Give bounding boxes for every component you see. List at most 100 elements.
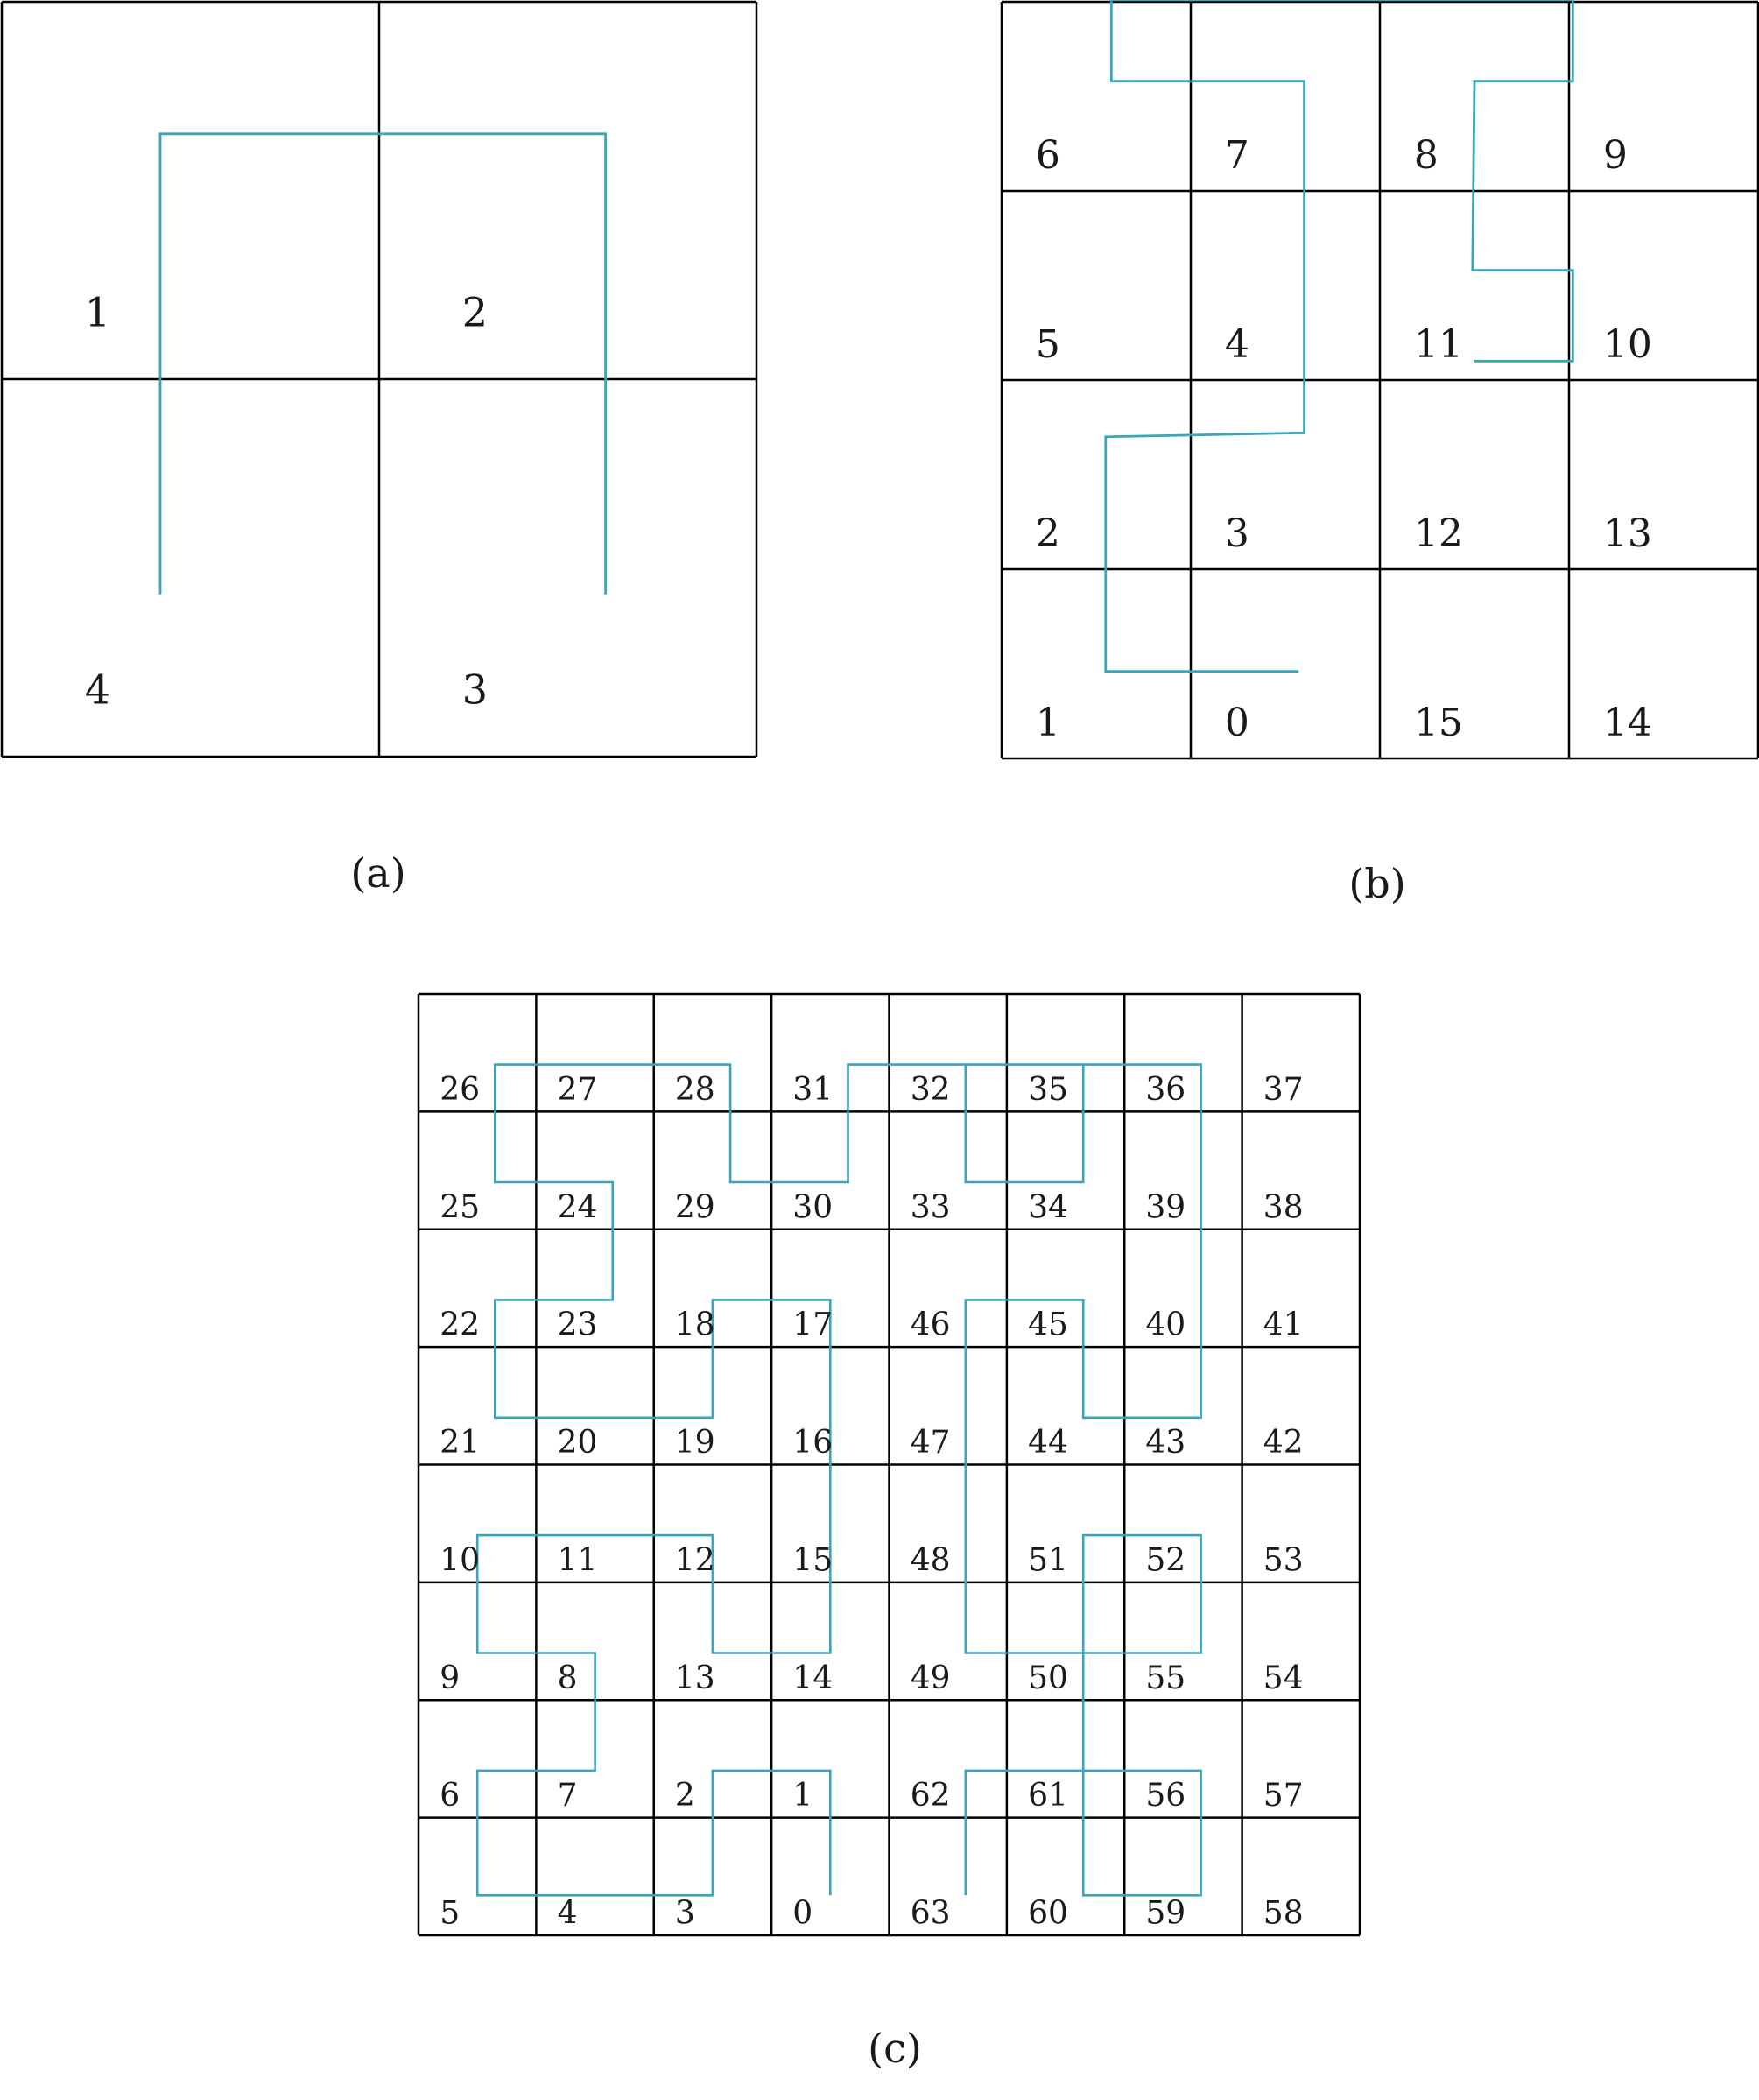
cell-label: 43: [1145, 1425, 1186, 1461]
panel-c-caption: (c): [868, 2025, 922, 2072]
cell-label: 45: [1028, 1307, 1068, 1343]
cell-label: 51: [1028, 1542, 1068, 1578]
cell-label: 31: [792, 1072, 833, 1108]
panel-b-curve: [1104, 0, 1574, 673]
cell-label: 36: [1145, 1072, 1186, 1108]
cell-label: 46: [911, 1307, 951, 1343]
cell-label: 12: [675, 1542, 715, 1578]
cell-label: 5: [1036, 322, 1060, 367]
cell-label: 56: [1145, 1778, 1186, 1814]
cell-label: 49: [911, 1660, 951, 1696]
cell-label: 14: [792, 1660, 833, 1696]
cell-label: 1: [85, 289, 110, 336]
cell-label: 4: [558, 1896, 578, 1932]
cell-label: 32: [911, 1072, 951, 1108]
cell-label: 8: [1414, 133, 1439, 178]
cell-label: 2: [1036, 511, 1060, 556]
cell-label: 29: [675, 1189, 715, 1225]
cell-label: 2: [462, 289, 488, 336]
cell-label: 5: [440, 1896, 460, 1932]
cell-label: 23: [558, 1307, 598, 1343]
panel-a: 1 2 4 3 (a): [0, 0, 758, 897]
cell-label: 18: [675, 1307, 715, 1343]
cell-label: 10: [440, 1542, 480, 1578]
cell-label: 44: [1028, 1425, 1068, 1461]
cell-label: 47: [911, 1425, 951, 1461]
cell-label: 15: [1414, 701, 1463, 745]
cell-label: 3: [462, 666, 488, 714]
cell-label: 4: [1225, 322, 1249, 367]
cell-label: 60: [1028, 1896, 1068, 1932]
cell-label: 7: [1225, 133, 1249, 178]
cell-label: 15: [792, 1542, 833, 1578]
cell-label: 13: [1603, 511, 1652, 556]
cell-label: 52: [1145, 1542, 1186, 1578]
cell-label: 37: [1263, 1072, 1304, 1108]
cell-label: 17: [792, 1307, 833, 1343]
cell-label: 41: [1263, 1307, 1304, 1343]
cell-label: 48: [911, 1542, 951, 1578]
cell-label: 2: [675, 1778, 695, 1814]
cell-label: 58: [1263, 1896, 1304, 1932]
cell-label: 33: [911, 1189, 951, 1225]
cell-label: 53: [1263, 1542, 1304, 1578]
panel-b-grid: [1000, 0, 1759, 760]
cell-label: 38: [1263, 1189, 1304, 1225]
cell-label: 24: [558, 1189, 598, 1225]
cell-label: 27: [558, 1072, 598, 1108]
cell-label: 9: [440, 1660, 460, 1696]
cell-label: 39: [1145, 1189, 1186, 1225]
panel-a-curve: [158, 132, 607, 595]
cell-label: 6: [1036, 133, 1060, 178]
cell-label: 25: [440, 1189, 480, 1225]
cell-label: 30: [792, 1189, 833, 1225]
cell-label: 63: [911, 1896, 951, 1932]
cell-label: 19: [675, 1425, 715, 1461]
panel-a-grid: [0, 0, 758, 758]
cell-label: 40: [1145, 1307, 1186, 1343]
cell-label: 12: [1414, 511, 1463, 556]
cell-label: 14: [1603, 701, 1652, 745]
cell-label: 6: [440, 1778, 460, 1814]
cell-label: 35: [1028, 1072, 1068, 1108]
panel-a-cell-labels: 1 2 4 3: [85, 289, 488, 714]
cell-label: 16: [792, 1425, 833, 1461]
cell-label: 59: [1145, 1896, 1186, 1932]
cell-label: 55: [1145, 1660, 1186, 1696]
cell-label: 9: [1603, 133, 1628, 178]
cell-label: 1: [1036, 701, 1060, 745]
cell-label: 0: [1225, 701, 1249, 745]
cell-label: 50: [1028, 1660, 1068, 1696]
cell-label: 42: [1263, 1425, 1304, 1461]
cell-label: 3: [675, 1896, 695, 1932]
cell-label: 10: [1603, 322, 1652, 367]
cell-label: 34: [1028, 1189, 1068, 1225]
cell-label: 61: [1028, 1778, 1068, 1814]
panel-b-caption: (b): [1348, 860, 1405, 907]
cell-label: 54: [1263, 1660, 1304, 1696]
cell-label: 22: [440, 1307, 480, 1343]
cell-label: 21: [440, 1425, 480, 1461]
cell-label: 4: [85, 666, 110, 714]
panel-c-curve: [475, 1063, 1202, 1897]
cell-label: 3: [1225, 511, 1249, 556]
cell-label: 57: [1263, 1778, 1304, 1814]
cell-label: 1: [792, 1778, 813, 1814]
panel-c-grid: [417, 992, 1361, 1937]
cell-label: 28: [675, 1072, 715, 1108]
cell-label: 0: [792, 1896, 813, 1932]
cell-label: 11: [558, 1542, 598, 1578]
cell-label: 20: [558, 1425, 598, 1461]
cell-label: 11: [1414, 322, 1463, 367]
panel-a-caption: (a): [350, 849, 405, 897]
cell-label: 8: [558, 1660, 578, 1696]
cell-label: 26: [440, 1072, 480, 1108]
cell-label: 62: [911, 1778, 951, 1814]
cell-label: 13: [675, 1660, 715, 1696]
cell-label: 7: [558, 1778, 578, 1814]
